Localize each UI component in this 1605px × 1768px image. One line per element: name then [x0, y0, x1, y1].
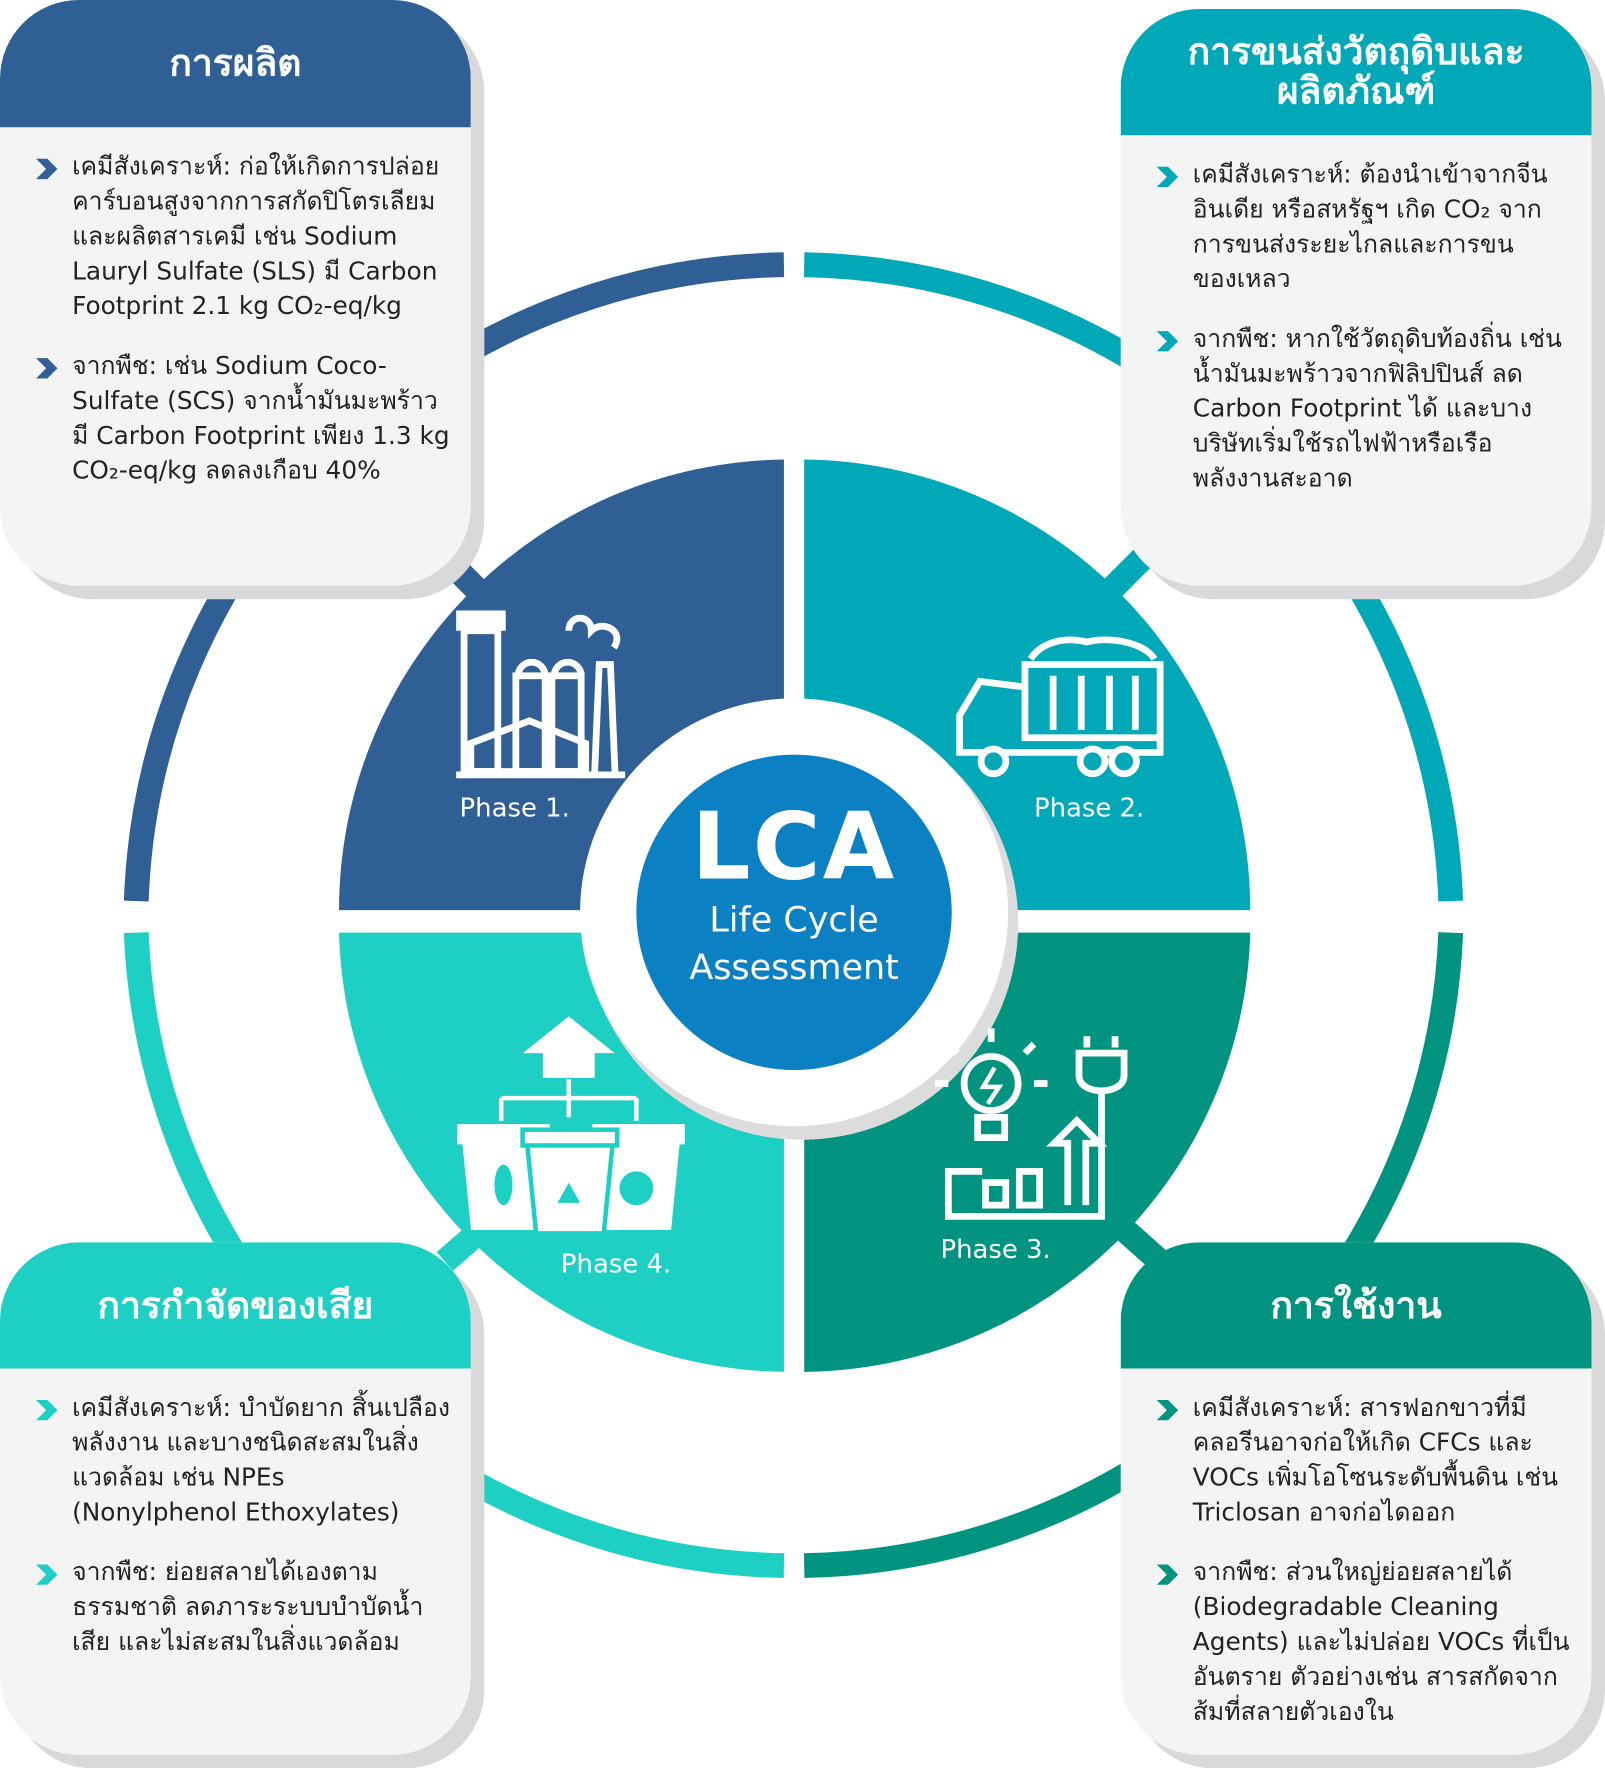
- waste-bins-icon: [457, 1016, 685, 1236]
- phase-2-label: Phase 2.: [1033, 794, 1145, 824]
- list-item: เคมีสังเคราะห์: บำบัดยาก สิ้นเปลืองพลังง…: [34, 1391, 451, 1531]
- lca-center-badge: LCA Life Cycle Assessment: [636, 754, 952, 1071]
- chevron-right-icon: [1156, 331, 1179, 352]
- list-item: จากพืช: เช่น Sodium Coco-Sulfate (SCS) จ…: [34, 349, 451, 489]
- energy-usage-icon: [934, 1028, 1128, 1220]
- item-text: จากพืช: เช่น Sodium Coco-Sulfate (SCS) จ…: [72, 352, 450, 486]
- list-item: จากพืช: หากใช้วัตถุดิบท้องถิ่น เช่น น้ำม…: [1154, 322, 1571, 497]
- phase-4-label: Phase 4.: [560, 1250, 672, 1280]
- usage-box: การใช้งาน เคมีสังเคราะห์: สารฟอกขาวที่มี…: [1120, 1242, 1592, 1755]
- item-text: เคมีสังเคราะห์: บำบัดยาก สิ้นเปลืองพลังง…: [72, 1394, 451, 1528]
- list-item: จากพืช: ย่อยสลายได้เองตามธรรมชาติ ลดภาระ…: [34, 1555, 451, 1660]
- chevron-right-icon: [36, 358, 58, 379]
- lca-subtitle-2: Assessment: [689, 947, 899, 988]
- disposal-title: การกำจัดของเสีย: [0, 1242, 471, 1369]
- item-text: เคมีสังเคราะห์: ต้องนำเข้าจากจีน อินเดีย…: [1192, 161, 1548, 294]
- chevron-right-icon: [1156, 1400, 1179, 1421]
- transport-title: การขนส่งวัตถุดิบและผลิตภัณฑ์: [1120, 9, 1592, 136]
- phase-1-label: Phase 1.: [459, 794, 570, 824]
- lca-subtitle-1: Life Cycle: [709, 899, 879, 941]
- item-text: จากพืช: ย่อยสลายได้เองตามธรรมชาติ ลดภาระ…: [72, 1558, 424, 1657]
- disposal-box: การกำจัดของเสีย เคมีสังเคราะห์: บำบัดยาก…: [0, 1242, 471, 1755]
- list-item: เคมีสังเคราะห์: ต้องนำเข้าจากจีน อินเดีย…: [1154, 158, 1571, 298]
- item-text: เคมีสังเคราะห์: สารฟอกขาวที่มีคลอรีนอาจก…: [1192, 1394, 1559, 1528]
- chevron-right-icon: [36, 158, 58, 180]
- production-box: การผลิต เคมีสังเคราะห์: ก่อให้เกิดการปล่…: [0, 0, 471, 586]
- production-title: การผลิต: [0, 0, 471, 128]
- item-text: จากพืช: หากใช้วัตถุดิบท้องถิ่น เช่น น้ำม…: [1192, 325, 1562, 494]
- list-item: เคมีสังเคราะห์: ก่อให้เกิดการปล่อยคาร์บอ…: [34, 150, 451, 325]
- item-text: จากพืช: ส่วนใหญ่ย่อยสลายได้ (Biodegradab…: [1192, 1558, 1570, 1727]
- factory-icon: [456, 610, 626, 779]
- transport-box: การขนส่งวัตถุดิบและผลิตภัณฑ์ เคมีสังเครา…: [1120, 9, 1592, 586]
- chevron-right-icon: [1156, 1564, 1179, 1585]
- phase-3-label: Phase 3.: [940, 1235, 1051, 1265]
- lca-title: LCA: [691, 794, 897, 902]
- list-item: จากพืช: ส่วนใหญ่ย่อยสลายได้ (Biodegradab…: [1154, 1555, 1571, 1730]
- chevron-right-icon: [36, 1400, 58, 1421]
- usage-title: การใช้งาน: [1120, 1242, 1592, 1369]
- chevron-right-icon: [36, 1564, 58, 1585]
- item-text: เคมีสังเคราะห์: ก่อให้เกิดการปล่อยคาร์บอ…: [72, 153, 440, 322]
- chevron-right-icon: [1156, 166, 1179, 187]
- list-item: เคมีสังเคราะห์: สารฟอกขาวที่มีคลอรีนอาจก…: [1154, 1391, 1571, 1531]
- truck-icon: [956, 636, 1164, 778]
